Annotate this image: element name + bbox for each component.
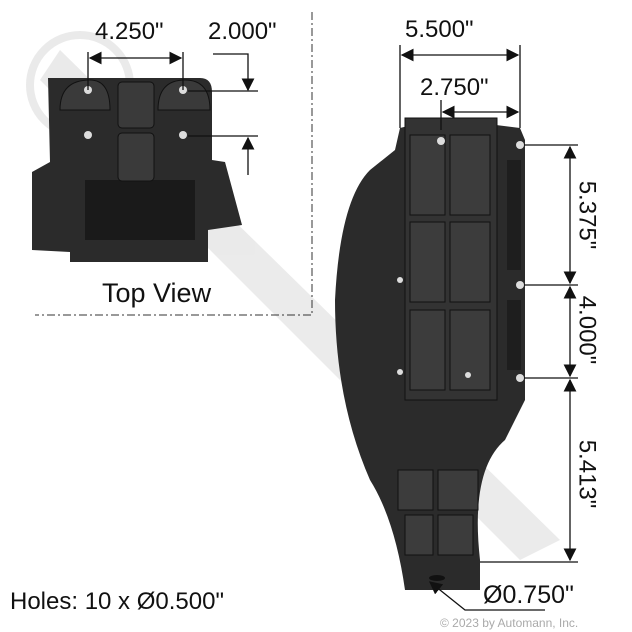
side-view-dimensions [399,45,578,611]
holes-note: Holes: 10 x Ø0.500" [10,588,224,615]
top-view-caption: Top View [102,278,212,308]
copyright: © 2023 by Automann, Inc. [440,616,579,630]
top-view-part [32,78,242,262]
dim-2-750: 2.750" [420,74,489,101]
dim-2-000: 2.000" [208,18,277,45]
dim-5-413: 5.413" [573,439,601,509]
dim-5-500: 5.500" [405,16,474,43]
dim-4-000: 4.000" [573,295,601,365]
view-divider [35,12,313,316]
dim-4-250: 4.250" [95,18,164,45]
side-view-part [335,117,525,590]
dim-5-375: 5.375" [573,180,601,250]
top-view-dimensions [87,51,258,175]
dim-large-hole: Ø0.750" [483,581,574,609]
